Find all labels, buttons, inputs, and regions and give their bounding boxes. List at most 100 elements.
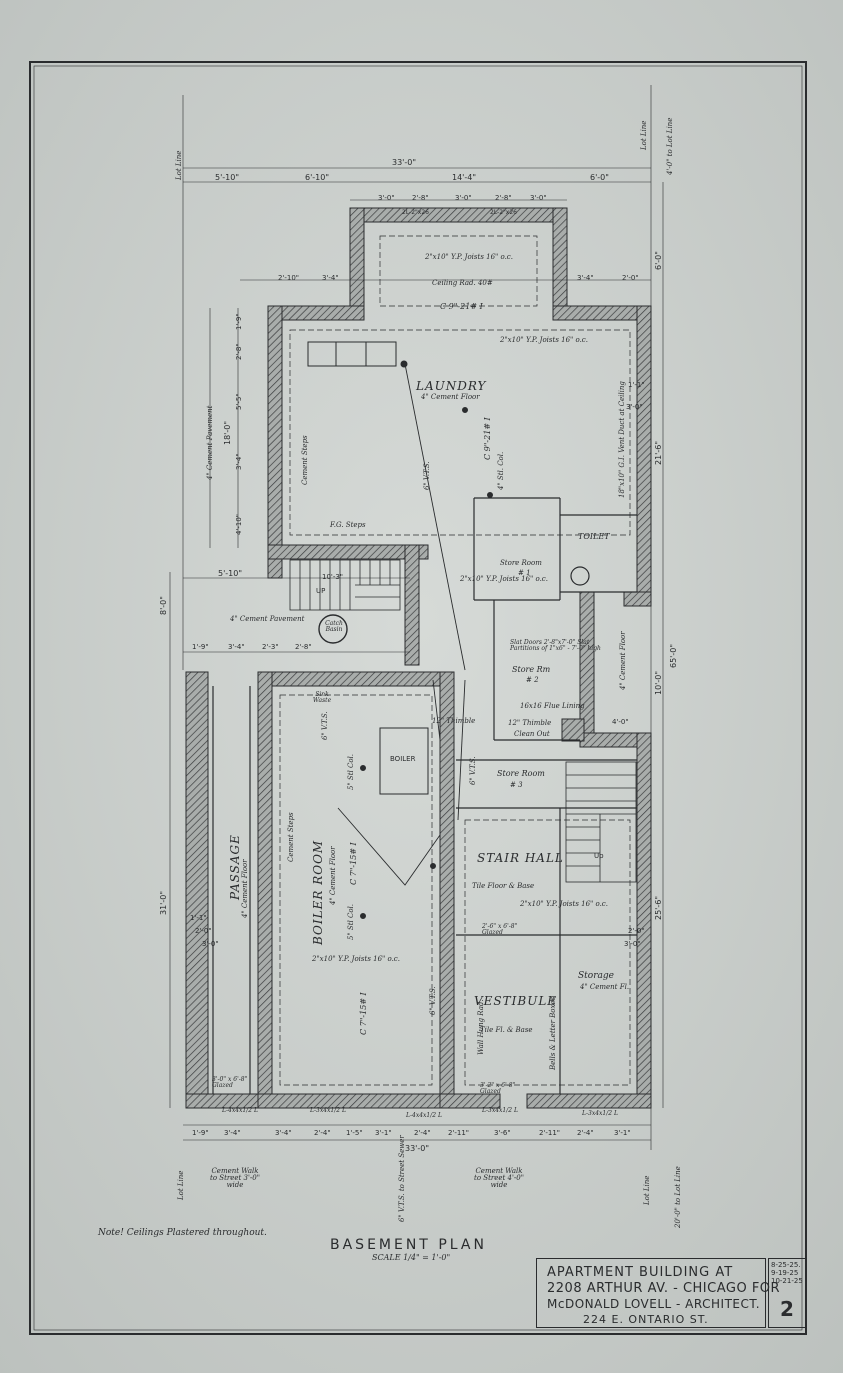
passage-floor: 4" Cement Floor xyxy=(241,859,249,918)
room-storage: Storage xyxy=(578,971,614,981)
dim-bot-i: 3'-6" xyxy=(494,1129,511,1137)
dim-bot-e: 1'-5" xyxy=(346,1129,363,1137)
dim-left-c: 5'-5" xyxy=(235,393,243,410)
stair-hall-floor: Tile Floor & Base xyxy=(472,882,535,890)
vts-c: 6" V.T.S. xyxy=(469,756,477,785)
vent-duct-note: 18"x10" G.I. Vent Duct at Ceiling xyxy=(618,381,626,498)
dim-side-d: 3'-0" xyxy=(202,940,219,948)
laundry-floor-note: 4" Cement Floor xyxy=(421,393,480,401)
room-toilet: TOILET xyxy=(578,532,610,541)
dim-row2-a: 2'-10" xyxy=(278,274,300,282)
dim-top-e: 3'-0" xyxy=(378,194,395,202)
joists-store-note: 2"x10" Y.P. Joists 16" o.c. xyxy=(460,575,548,583)
dim-side-a: 1'-1" xyxy=(628,381,645,389)
room-store-3: Store Room xyxy=(497,769,545,778)
floor-plan xyxy=(169,85,664,1150)
cement-floor-right: 4" Cement Floor xyxy=(619,631,627,690)
dim-bot-k: 2'-4" xyxy=(577,1129,594,1137)
joists-stair-note: 2"x10" Y.P. Joists 16" o.c. xyxy=(520,900,608,908)
dim-left-a: 1'-9" xyxy=(235,313,243,330)
cement-walk-right: Cement Walk to Street 4'-0" wide xyxy=(474,1167,524,1189)
laundry-tubs xyxy=(307,341,397,367)
title-line-4: 224 E. ONTARIO ST. xyxy=(583,1313,709,1326)
steel-col-c: 5" Stl Col. xyxy=(347,903,355,940)
room-store-2: Store Rm xyxy=(512,665,551,674)
drawing-title: BASEMENT PLAN xyxy=(330,1237,487,1253)
dim-bot-g: 2'-4" xyxy=(414,1129,431,1137)
dim-bot-c: 3'-4" xyxy=(275,1129,292,1137)
wall-hung-note: Wall Hung Rad. xyxy=(477,999,485,1055)
slat-doors-note: Slat Doors 2'-8"x7'-0" Slat Partitions o… xyxy=(510,639,601,652)
title-block: APARTMENT BUILDING AT 2208 ARTHUR AV. - … xyxy=(536,1258,780,1328)
room-stair-hall: STAIR HALL xyxy=(477,851,564,865)
dim-row2-d: 2'-0" xyxy=(622,274,639,282)
lintel-e: L-3x4x1/2 L xyxy=(582,1110,618,1117)
dim-top-h: 2'-8" xyxy=(495,194,512,202)
dim-left-g: 8'-0" xyxy=(159,596,168,615)
sheet-number: 2 xyxy=(780,1297,794,1321)
title-line-1: APARTMENT BUILDING AT xyxy=(547,1265,734,1280)
dim-left-e: 3'-4" xyxy=(235,453,243,470)
beam-top-note: C 9"-21# I xyxy=(440,302,483,311)
dim-bot-h: 2'-11" xyxy=(448,1129,470,1137)
dim-right-b: 21'-6" xyxy=(654,440,663,465)
lintel-c: L-4x4x1/2 L xyxy=(406,1112,442,1119)
steel-col-a: 4" Stl. Col. xyxy=(497,451,505,490)
fg-steps-note: F.G. Steps xyxy=(330,521,366,529)
lintel-b: L-3x4x1/2 L xyxy=(310,1107,346,1114)
room-store-3-no: # 3 xyxy=(510,781,523,789)
window-b-note: 2L-2"x26 xyxy=(490,209,517,216)
street-sewer-note: 6" V.T.S. to Street Sewer xyxy=(398,1135,406,1222)
dim-mid-c: 1'-9" xyxy=(192,643,209,651)
vestibule-floor: Tile Fl. & Base xyxy=(480,1026,533,1034)
dim-top-i: 3'-0" xyxy=(530,194,547,202)
dim-bot-j: 2'-11" xyxy=(539,1129,561,1137)
dim-right-a: 6'-0" xyxy=(654,251,663,270)
duct-lines xyxy=(337,363,466,886)
dim-side-b: 3'-0" xyxy=(626,403,643,411)
thimble-a-note: 12" Thimble xyxy=(508,719,552,727)
date-3: 10-21-25 xyxy=(771,1277,803,1285)
dim-left-b: 2'-8" xyxy=(235,343,243,360)
window-a-note: 2L-2"x26 xyxy=(402,209,429,216)
dim-top-g: 3'-0" xyxy=(455,194,472,202)
ceiling-outlines xyxy=(279,235,631,1086)
dim-side-e: 1'-1" xyxy=(190,914,207,922)
storage-floor: 4" Cement Fl. xyxy=(580,983,630,991)
clean-out-note: Clean Out xyxy=(514,730,550,738)
date-1: 8-25-25. xyxy=(771,1261,801,1269)
room-store-1: Store Room xyxy=(500,559,542,567)
stairs-lower xyxy=(565,761,637,883)
room-store-1-no: # 1 xyxy=(518,569,531,577)
drawing-scale: SCALE 1/4" = 1'-0" xyxy=(372,1253,451,1262)
steel-col-b: 5" Stl Col. xyxy=(347,753,355,790)
partitions xyxy=(212,497,637,1094)
to-lot-line-bottom: 20'-0" to Lot Line xyxy=(674,1166,682,1228)
lot-line-top-right: Lot Line xyxy=(640,120,648,150)
dim-top-f: 2'-8" xyxy=(412,194,429,202)
cement-steps-b: Cement Steps xyxy=(287,812,295,862)
dim-bot-a: 1'-9" xyxy=(192,1129,209,1137)
dim-mid-a: 5'-10" xyxy=(218,569,243,578)
room-store-2-no: # 2 xyxy=(526,676,539,684)
vts-d: 6" V.T.S. xyxy=(429,986,437,1015)
joists-laundry-note: 2"x10" Y.P. Joists 16" o.c. xyxy=(500,336,588,344)
dim-left-h: 31'-0" xyxy=(159,890,168,915)
dim-top-overall: 33'-0" xyxy=(392,158,417,167)
dim-mid-b: 10'-3" xyxy=(322,573,344,581)
room-passage: PASSAGE xyxy=(228,834,242,900)
dim-bot-f: 3'-1" xyxy=(375,1129,392,1137)
dim-right-d: 65'-0" xyxy=(669,643,678,668)
up-label-a: UP xyxy=(316,587,326,595)
dim-right-c: 10'-0" xyxy=(654,670,663,695)
dim-side-g: 3'-0" xyxy=(624,940,641,948)
dim-bot-l: 3'-1" xyxy=(614,1129,631,1137)
boiler-label: BOILER xyxy=(390,755,416,763)
dim-side-c: 2'-0" xyxy=(195,927,212,935)
sheet-border xyxy=(29,61,807,1335)
dim-bot-overall: 33'-0" xyxy=(405,1144,430,1153)
dim-left-f: 4'-10" xyxy=(235,513,243,535)
joists-boiler-note: 2"x10" Y.P. Joists 16" o.c. xyxy=(312,955,400,963)
flue-lining-note: 16x16 Flue Lining xyxy=(520,702,585,710)
ceiling-rad-note: Ceiling Rad. 40# xyxy=(432,279,493,287)
